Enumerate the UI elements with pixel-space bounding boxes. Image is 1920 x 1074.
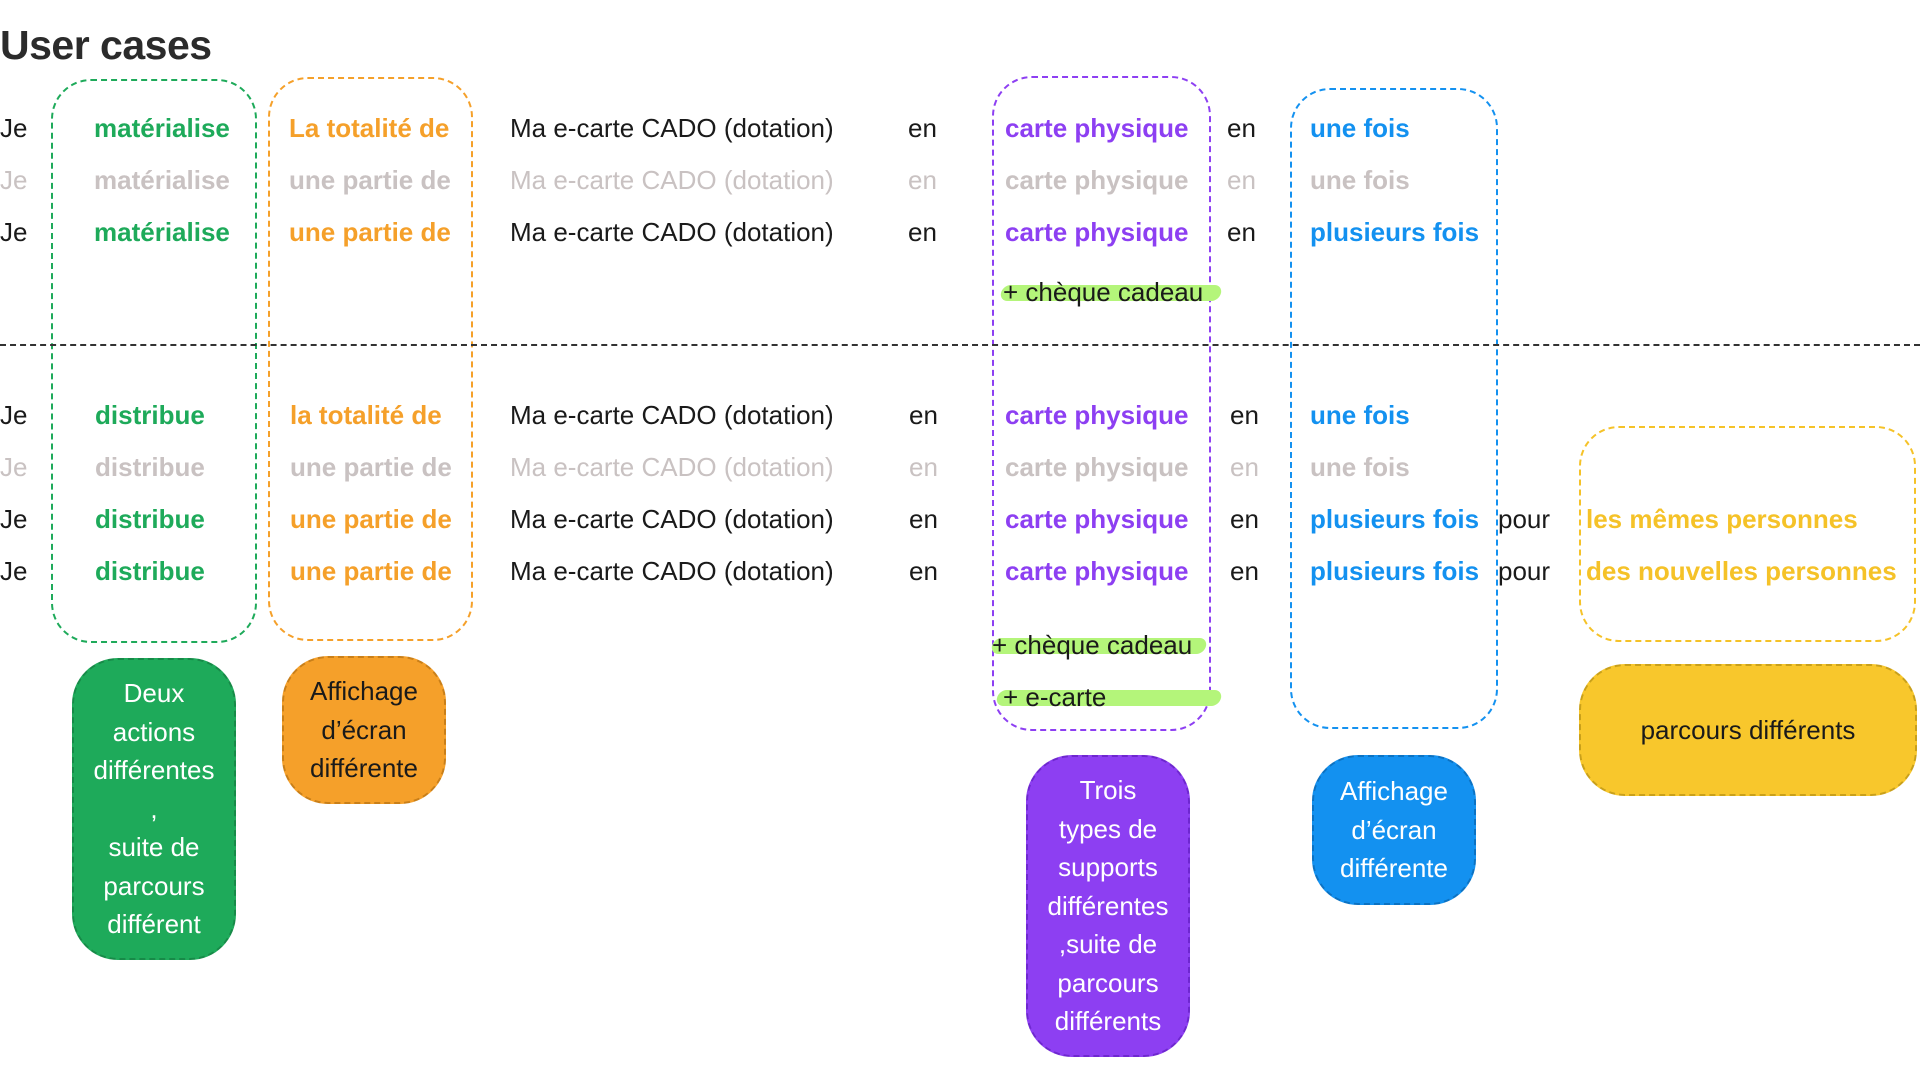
amount-text: une partie de [290,452,452,482]
support-text: carte physique [1005,556,1189,586]
en-text: en [908,165,937,195]
frequency-text: plusieurs fois [1310,504,1480,534]
support-text: carte physique [1005,452,1189,482]
en-text: en [909,556,938,586]
support-text: carte physique [1005,400,1189,430]
en-text: en [1230,400,1259,430]
note-line: actions [112,716,196,747]
en-text: en [909,400,938,430]
en-text: en [908,113,937,143]
support-text: carte physique [1005,504,1189,534]
card-text: Ma e-carte CADO (dotation) [510,452,834,482]
card-text: Ma e-carte CADO (dotation) [510,504,834,534]
extra-support-text: + chèque cadeau [992,630,1193,660]
frequency-text: une fois [1310,400,1410,430]
en-text: en [1227,217,1256,247]
amount-text: La totalité de [289,113,450,143]
verb-text: matérialise [94,217,230,247]
frequency-text: plusieurs fois [1310,556,1480,586]
verb-text: distribue [95,556,205,586]
pour-text: pour [1498,556,1551,586]
target-group-outline [1579,426,1916,642]
note-line: différentes [1047,890,1169,921]
note-line: types de [1058,813,1158,844]
note-green: Deux actions différentes , suite de parc… [72,658,236,960]
support-text: carte physique [1005,217,1189,247]
note-purple: Trois types de supports différentes ,sui… [1026,755,1190,1057]
en-text: en [1230,504,1259,534]
verb-text: distribue [95,400,205,430]
note-line: Trois [1079,775,1137,806]
target-text: les mêmes personnes [1586,504,1858,534]
note-line: différente [310,753,418,784]
subject-text: Je [0,113,28,143]
extra-support-text: + e-carte [1003,682,1107,712]
note-line: différente [1340,853,1448,884]
subject-text: Je [0,452,28,482]
en-text: en [1230,452,1259,482]
verb-text: distribue [95,452,205,482]
note-line: d’écran [1351,814,1437,845]
card-text: Ma e-carte CADO (dotation) [510,556,834,586]
card-text: Ma e-carte CADO (dotation) [510,400,834,430]
en-text: en [1227,113,1256,143]
note-yellow: parcours différents [1579,664,1917,796]
subject-text: Je [0,504,28,534]
amount-group-outline [268,77,473,641]
frequency-text: une fois [1310,113,1410,143]
en-text: en [908,217,937,247]
amount-text: une partie de [290,556,452,586]
pour-text: pour [1498,504,1551,534]
note-line: parcours [103,870,205,901]
amount-text: une partie de [289,217,451,247]
section-divider [0,344,1920,346]
amount-text: une partie de [289,165,451,195]
verb-group-outline [51,79,257,643]
extra-support-text: + chèque cadeau [1003,277,1204,307]
note-line: Deux [123,678,185,709]
amount-text: une partie de [290,504,452,534]
verb-text: distribue [95,504,205,534]
frequency-text: plusieurs fois [1310,217,1480,247]
frequency-text: une fois [1310,165,1410,195]
subject-text: Je [0,400,28,430]
en-text: en [909,504,938,534]
subject-text: Je [0,556,28,586]
card-text: Ma e-carte CADO (dotation) [510,217,834,247]
target-text: des nouvelles personnes [1586,556,1897,586]
note-line: parcours [1057,967,1159,998]
amount-text: la totalité de [290,400,442,430]
card-text: Ma e-carte CADO (dotation) [510,113,834,143]
page-title: User cases [0,22,212,68]
note-blue: Affichage d’écran différente [1312,755,1476,905]
en-text: en [1230,556,1259,586]
note-line: différentes [93,755,215,786]
note-line: suite de [108,832,200,863]
support-text: carte physique [1005,113,1189,143]
note-line: , [150,793,158,824]
note-line: supports [1058,852,1158,883]
note-line: d’écran [321,714,407,745]
en-text: en [1227,165,1256,195]
note-line: Affichage [310,676,418,707]
note-line: parcours différents [1640,714,1856,745]
frequency-text: une fois [1310,452,1410,482]
subject-text: Je [0,217,28,247]
verb-text: matérialise [94,165,230,195]
verb-text: matérialise [94,113,230,143]
card-text: Ma e-carte CADO (dotation) [510,165,834,195]
note-line: différents [1054,1006,1162,1037]
note-orange: Affichage d’écran différente [282,656,446,804]
subject-text: Je [0,165,28,195]
note-line: différent [107,909,201,940]
support-group-outline [992,76,1211,731]
frequency-group-outline [1290,88,1498,729]
en-text: en [909,452,938,482]
note-line: Affichage [1340,776,1448,807]
support-text: carte physique [1005,165,1189,195]
note-line: ,suite de [1058,929,1158,960]
